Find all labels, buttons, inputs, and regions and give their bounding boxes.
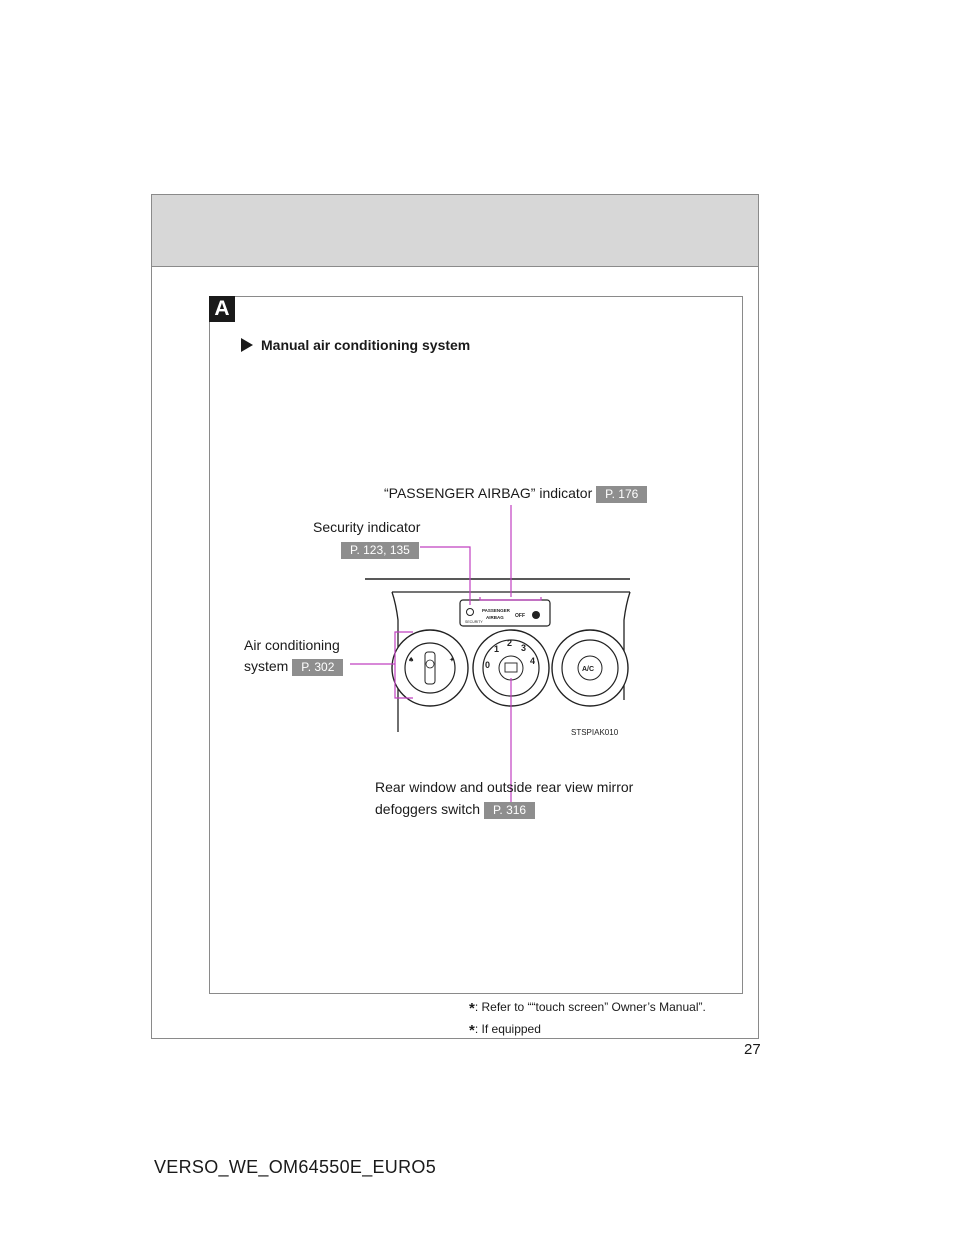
asterisk-icon: *: [469, 1000, 475, 1017]
recirculation-icon: [425, 659, 435, 669]
vent-mode-icon: ♠: [408, 656, 414, 664]
fan-speed-3: 3: [521, 643, 526, 653]
diagram-code: STSPIAK010: [571, 728, 619, 737]
air-conditioning-text-1: Air conditioning: [244, 637, 340, 653]
dash-left-edge: [391, 591, 399, 732]
footnote-2: *: If equipped: [469, 1019, 706, 1041]
panel-security-text: SECURITY: [465, 620, 483, 624]
passenger-airbag-callout: “PASSENGER AIRBAG” indicator P. 176: [384, 482, 648, 504]
asterisk-icon: *: [469, 1022, 475, 1039]
dash-right-edge: [623, 591, 631, 700]
panel-airbag-text: AIRBAG: [486, 615, 504, 620]
system-title: Manual air conditioning system: [241, 337, 470, 353]
document-code: VERSO_WE_OM64550E_EURO5: [154, 1157, 437, 1177]
ac-button-label: A/C: [582, 666, 594, 673]
defrost-mode-icon: ✦: [449, 656, 455, 664]
system-title-text: Manual air conditioning system: [261, 337, 471, 353]
fan-speed-1: 1: [494, 644, 499, 654]
footnote-2-text: : If equipped: [474, 1022, 541, 1036]
section-box: [209, 296, 743, 994]
rear-defogger-icon: [504, 662, 518, 673]
defogger-text-2: defoggers switch: [375, 801, 481, 817]
fan-speed-4: 4: [530, 656, 535, 666]
security-indicator-text: Security indicator: [313, 519, 421, 535]
security-led-icon: [466, 608, 474, 616]
fan-speed-0: 0: [485, 660, 490, 670]
defogger-switch-button: [498, 655, 524, 681]
passenger-airbag-text: “PASSENGER AIRBAG” indicator: [384, 485, 593, 501]
page-number: 27: [744, 1041, 761, 1058]
callout-lines: [350, 505, 542, 805]
section-badge: A: [209, 296, 235, 322]
page-header-band: [152, 195, 758, 267]
airbag-seat-icon: [532, 611, 540, 619]
air-conditioning-callout: system P. 302: [244, 655, 344, 677]
security-callout-line: [420, 546, 471, 605]
ac-button: [577, 655, 603, 681]
ac-callout-bracket: [394, 631, 413, 699]
footnote-1: *: Refer to ““touch screen” Owner’s Manu…: [469, 997, 706, 1019]
airbag-callout-bracket: [479, 597, 542, 601]
panel-off-text: OFF: [515, 613, 525, 619]
air-conditioning-text-2: system: [244, 658, 289, 674]
defogger-page-ref[interactable]: P. 316: [483, 801, 536, 819]
passenger-airbag-page-ref[interactable]: P. 176: [596, 485, 648, 503]
page-frame: [151, 194, 759, 1039]
fan-speed-2: 2: [507, 638, 512, 648]
air-conditioning-page-ref[interactable]: P. 302: [292, 658, 344, 676]
security-page-ref[interactable]: P. 123, 135: [341, 541, 419, 559]
triangle-bullet-icon: [241, 338, 253, 352]
footnote-1-text: : Refer to ““touch screen” Owner’s Manua…: [474, 1000, 706, 1014]
footnotes: *: Refer to ““touch screen” Owner’s Manu…: [469, 997, 706, 1041]
defogger-callout: defoggers switch P. 316: [375, 798, 536, 820]
panel-passenger-text: PASSENGER: [482, 608, 511, 613]
security-indicator-callout: P. 123, 135: [341, 538, 419, 560]
defogger-text-1: Rear window and outside rear view mirror: [375, 779, 634, 795]
